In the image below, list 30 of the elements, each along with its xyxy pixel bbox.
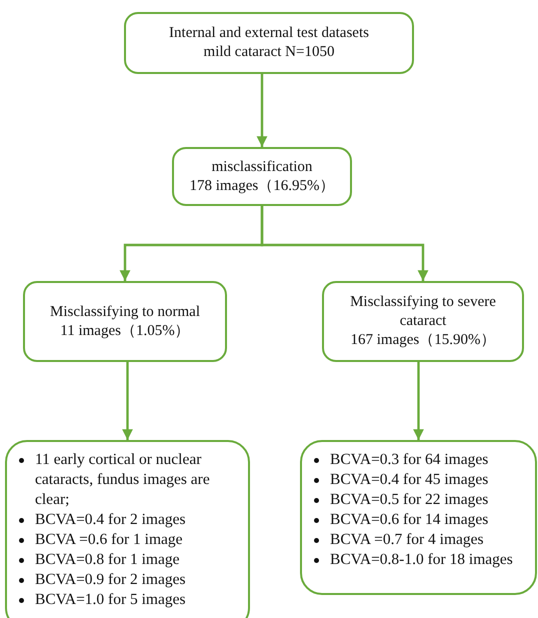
box-text: misclassification	[212, 158, 312, 176]
list-text: BCVA=0.6 for 14 images	[330, 511, 488, 528]
process-box	[172, 147, 352, 206]
list-text: BCVA=1.0 for 5 images	[35, 591, 186, 608]
list-text: BCVA=0.4 for 2 images	[35, 511, 186, 528]
list-text: BCVA=0.8 for 1 image	[35, 551, 180, 568]
process-box	[124, 12, 414, 74]
list-text: BCVA =0.6 for 1 image	[35, 531, 183, 548]
process-box	[23, 281, 227, 362]
box-text: Internal and external test datasets	[169, 24, 369, 43]
box-text: Misclassifying to normal	[50, 302, 200, 322]
arrow	[413, 362, 424, 440]
list-text: BCVA=0.9 for 2 images	[35, 571, 186, 588]
arrow	[256, 74, 268, 147]
box-text: mild cataract N=1050	[204, 43, 334, 62]
arrow	[260, 206, 428, 281]
list-text: BCVA=0.4 for 45 images	[330, 471, 488, 488]
list-text: BCVA=0.8-1.0 for 18 images	[330, 551, 513, 568]
list-text: BCVA=0.5 for 22 images	[330, 491, 488, 508]
box-text: Misclassifying to severe cataract	[349, 293, 497, 331]
list-text: BCVA=0.3 for 64 images	[330, 451, 488, 468]
box-text: 11 images（1.05%）	[60, 322, 190, 340]
process-box	[300, 440, 537, 595]
arrow	[122, 362, 133, 440]
box-text: 167 images（15.90%）	[350, 331, 496, 350]
list-text: 11 early cortical or nuclear cataracts, fundus images are clear;	[35, 451, 210, 508]
process-box	[322, 281, 524, 362]
list-text: BCVA =0.7 for 4 images	[330, 531, 484, 548]
box-text: 178 images（16.95%）	[190, 176, 334, 196]
process-box	[5, 440, 250, 618]
